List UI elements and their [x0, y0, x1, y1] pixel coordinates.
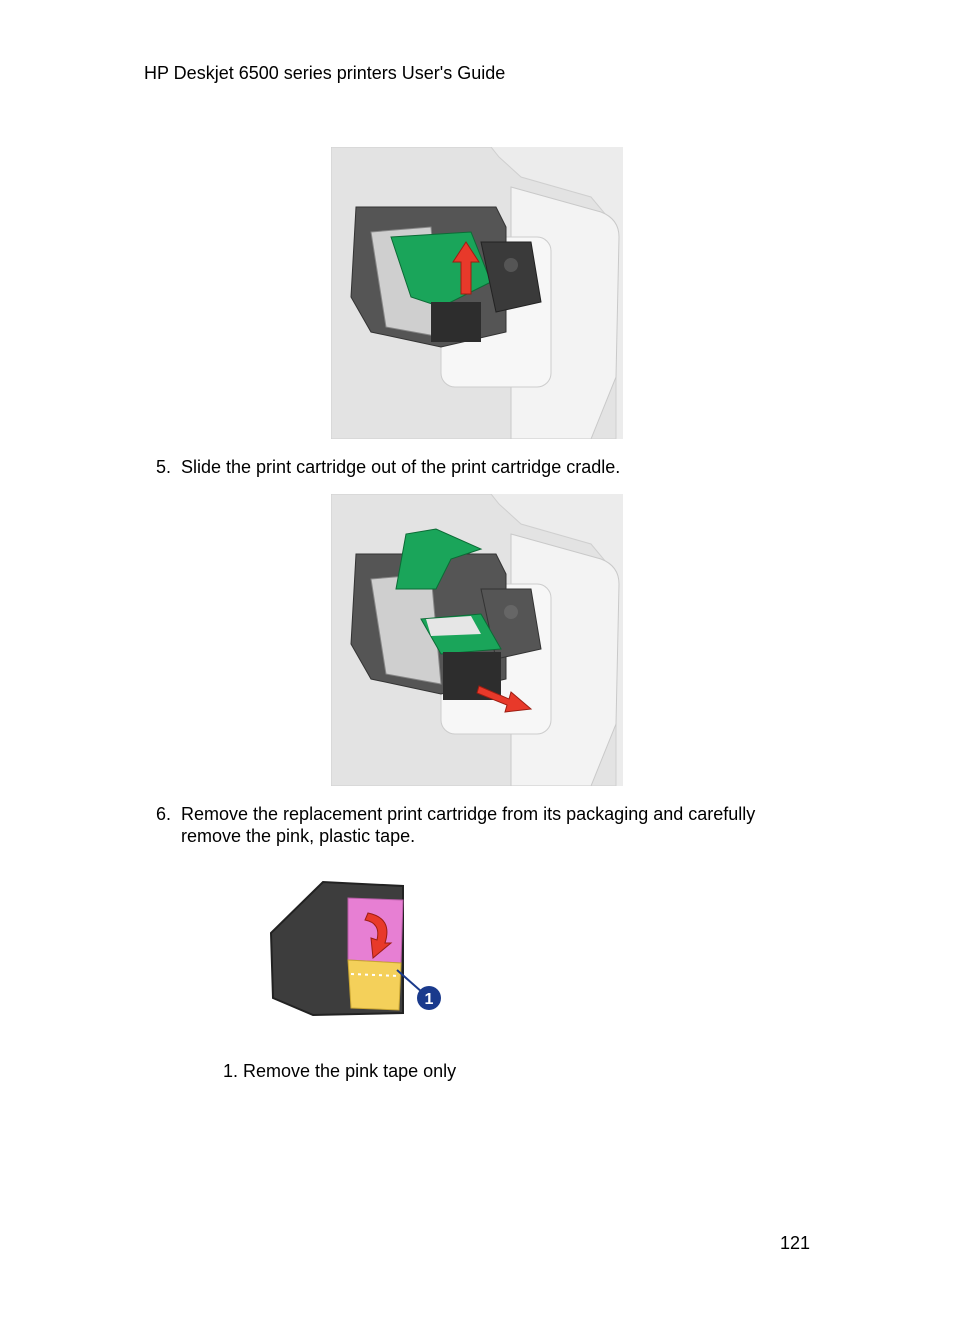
step-6: 6. Remove the replacement print cartridg…	[156, 803, 796, 847]
step-5: 5. Slide the print cartridge out of the …	[156, 456, 796, 478]
step-text-line-2: remove the pink, plastic tape.	[181, 826, 416, 846]
document-header: HP Deskjet 6500 series printers User's G…	[144, 63, 506, 83]
step-number: 6.	[156, 804, 172, 824]
step-text: Slide the print cartridge out of the pri…	[181, 457, 621, 477]
callout-caption: 1. Remove the pink tape only	[223, 1061, 457, 1081]
step-number: 5.	[156, 457, 172, 477]
figure-lift-latch	[331, 147, 623, 439]
printer-illustration	[331, 147, 623, 439]
figure-pink-tape: 1	[263, 878, 448, 1020]
figure-slide-cartridge	[331, 494, 623, 786]
printer-illustration	[331, 494, 623, 786]
cartridge-illustration: 1	[269, 880, 441, 1017]
callout-number-icon: 1	[425, 991, 434, 1008]
page-number: 121	[780, 1233, 811, 1253]
step-text-line-1: Remove the replacement print cartridge f…	[181, 804, 756, 824]
